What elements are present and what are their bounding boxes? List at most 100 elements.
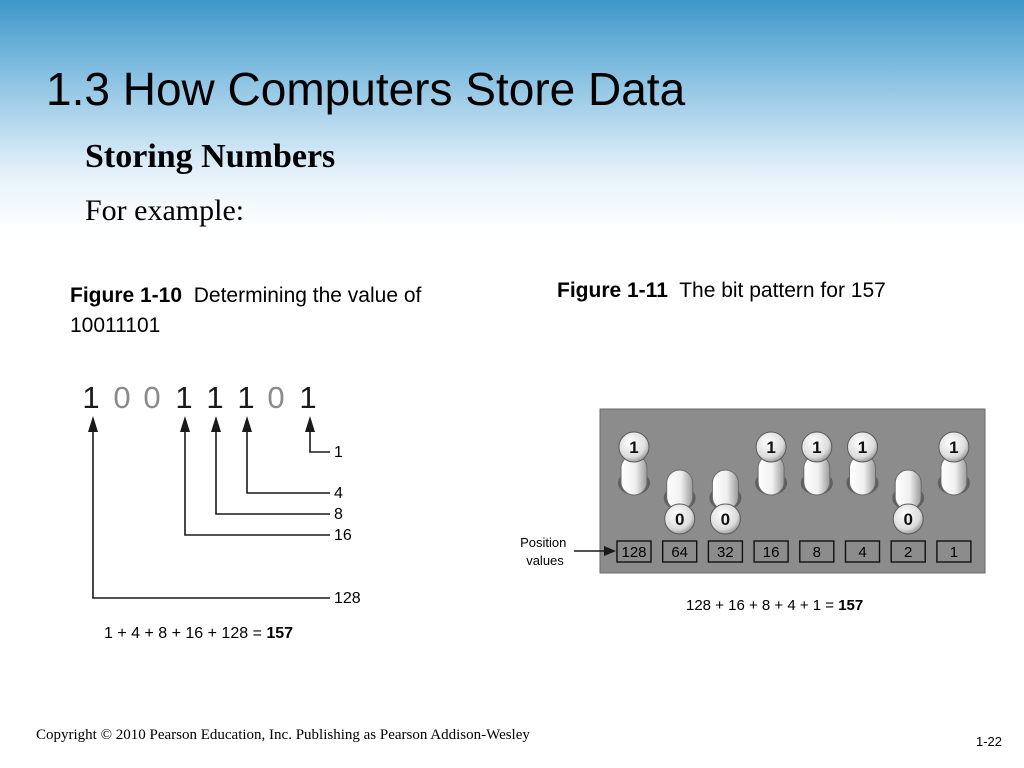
sum-expression: 1 + 4 + 8 + 16 + 128 =	[104, 625, 266, 642]
position-label: 16	[334, 527, 352, 544]
figure-10-text: Determining the value of 10011101	[70, 284, 422, 337]
connector-1	[309, 430, 330, 453]
position-label: 8	[334, 506, 343, 523]
arrowhead	[604, 546, 616, 556]
switch-on: 1	[618, 431, 650, 496]
position-value-box: 32	[707, 540, 744, 563]
switch-state-label: 0	[675, 510, 684, 529]
bit-digit: 0	[143, 380, 160, 415]
position-value-frame	[616, 540, 652, 563]
slide-number: 1-22	[976, 734, 1003, 749]
sum-expression: 128 + 16 + 8 + 4 + 1 =	[686, 597, 838, 614]
figure-11-caption: Figure 1-11 The bit pattern for 157	[557, 276, 886, 306]
switch-row: 1 0 0 1 1 1 0 1	[618, 431, 970, 535]
switch-cap	[709, 503, 741, 535]
bit-digit: 1	[299, 380, 316, 415]
arrowhead	[180, 416, 190, 432]
position-value: 4	[858, 544, 866, 561]
switch-cap	[755, 431, 787, 463]
position-value-row: 128 64 32 16 8 4 2 1	[616, 540, 972, 563]
switch-state-label: 0	[903, 510, 912, 529]
position-value-frame	[707, 540, 744, 563]
connector-8	[215, 430, 330, 515]
bit-digit: 1	[82, 380, 99, 415]
sum-result: 157	[838, 597, 863, 614]
position-value-box: 1	[936, 540, 972, 563]
position-value: 128	[621, 544, 646, 561]
bit-digit: 1	[175, 380, 192, 415]
switch-state-label: 1	[858, 438, 867, 457]
switch-state-label: 1	[812, 438, 821, 457]
arrowhead	[242, 416, 252, 432]
position-values-label: Position values	[520, 535, 570, 568]
position-value: 64	[671, 544, 688, 561]
switch-on: 1	[937, 431, 970, 496]
slide-subtitle: Storing Numbers	[85, 138, 336, 175]
position-value: 8	[813, 544, 821, 561]
position-value-box: 8	[799, 540, 835, 563]
position-value: 16	[763, 544, 780, 561]
connector-lines	[92, 430, 330, 599]
connector-128	[92, 430, 330, 599]
position-label: 128	[334, 590, 361, 607]
switch-cap	[664, 503, 696, 535]
figure-11-label: Figure 1-11	[557, 279, 668, 302]
figure-10-label: Figure 1-10	[70, 284, 183, 307]
arrowhead	[211, 416, 221, 432]
figure-10-diagram: 1 0 0 1 1 1 0 1 1 4 8 16 1	[82, 380, 360, 642]
switch-off: 0	[663, 469, 696, 535]
switch-cap	[801, 431, 833, 463]
position-value-box: 16	[753, 540, 789, 563]
arrowhead	[88, 416, 98, 432]
arrowheads	[88, 416, 315, 432]
position-value-frame	[799, 540, 835, 563]
position-values-label-line: Position	[520, 535, 566, 550]
switch-on: 1	[755, 431, 788, 496]
figure-11-sum: 128 + 16 + 8 + 4 + 1 = 157	[686, 597, 863, 614]
bit-digit: 1	[206, 380, 223, 415]
figure-10-caption: Figure 1-10 Determining the value of 100…	[70, 281, 430, 341]
switch-cap	[892, 503, 924, 535]
position-value: 32	[717, 544, 734, 561]
intro-text: For example:	[85, 194, 245, 227]
switch-off: 0	[709, 469, 742, 535]
figure-10-sum: 1 + 4 + 8 + 16 + 128 = 157	[104, 625, 293, 642]
position-value-frame	[890, 540, 926, 563]
switch-on: 1	[800, 431, 833, 496]
position-label: 1	[334, 444, 343, 461]
position-value: 1	[950, 544, 958, 561]
position-value-frame	[936, 540, 972, 563]
arrowhead	[305, 416, 315, 432]
switch-state-label: 1	[629, 438, 638, 457]
switch-cap	[938, 431, 970, 463]
position-value-box: 2	[890, 540, 926, 563]
figure-11-diagram: 1 0 0 1 1 1 0 1 128 64 32 16 8 4 2 1 Position values 1…	[520, 408, 986, 614]
slide-title: 1.3 How Computers Store Data	[46, 63, 686, 115]
figure-11-text: The bit pattern for 157	[679, 279, 886, 302]
position-value: 2	[904, 544, 912, 561]
sum-result: 157	[266, 625, 293, 642]
switch-off: 0	[892, 469, 925, 535]
position-value-frame	[753, 540, 789, 563]
switch-state-label: 1	[766, 438, 775, 457]
switch-cap	[847, 431, 878, 463]
bit-row: 1 0 0 1 1 1 0 1	[82, 380, 316, 415]
position-value-box: 128	[616, 540, 652, 563]
bit-digit: 0	[267, 380, 284, 415]
position-value-box: 64	[662, 540, 698, 563]
switch-state-label: 1	[949, 438, 958, 457]
switch-cap	[618, 431, 650, 463]
footer-copyright: Copyright © 2010 Pearson Education, Inc.…	[36, 727, 530, 743]
bit-digit: 1	[237, 380, 254, 415]
position-value-frame	[662, 540, 698, 563]
position-value-box: 4	[844, 540, 881, 563]
switch-panel	[599, 408, 986, 574]
position-label: 4	[334, 485, 343, 502]
bit-digit: 0	[113, 380, 130, 415]
position-value-frame	[844, 540, 881, 563]
connector-16	[184, 430, 330, 536]
switch-state-label: 0	[721, 510, 730, 529]
position-values-label-line: values	[526, 553, 564, 568]
connector-4	[246, 430, 330, 494]
